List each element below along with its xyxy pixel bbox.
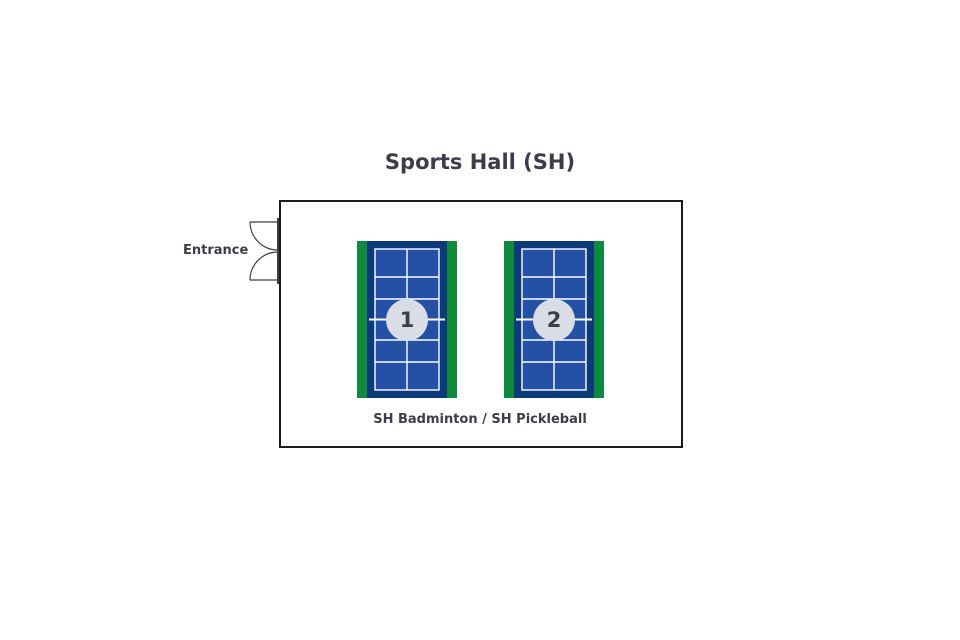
double-door-icon <box>249 218 279 284</box>
court-2[interactable]: 2 <box>504 241 604 398</box>
court-1[interactable]: 1 <box>357 241 457 398</box>
court-2-graphic <box>504 241 604 398</box>
hall-title: Sports Hall (SH) <box>384 150 576 174</box>
courts-label: SH Badminton / SH Pickleball <box>373 412 587 427</box>
court-number-badge: 2 <box>533 299 575 341</box>
sports-hall-outline <box>279 200 683 448</box>
court-number-badge: 1 <box>386 299 428 341</box>
entrance-label: Entrance <box>183 243 249 258</box>
